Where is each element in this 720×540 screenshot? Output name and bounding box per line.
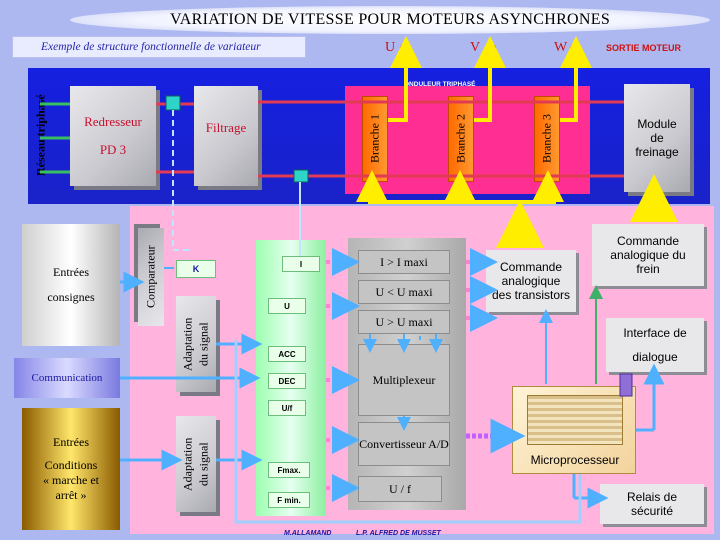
conditions-text-1: Entrées [53, 435, 89, 449]
signal-u: U [268, 298, 306, 314]
redresseur-subtext: PD 3 [99, 142, 127, 157]
interface-dialogue-block: Interface de dialogue [606, 318, 704, 372]
connector-icon [619, 373, 633, 397]
commande-transistors-block: Commande analogique des transistors [486, 250, 576, 312]
conditions-text-2: Conditions [44, 458, 98, 472]
input-arrows [120, 267, 263, 471]
subtitle: Exemple de structure fonctionnelle de va… [12, 36, 306, 58]
dc-bus [156, 95, 624, 183]
conditions-text-4: arrêt » [55, 488, 87, 502]
subtitle-text: Exemple de structure fonctionnelle de va… [41, 41, 261, 53]
entrees-consignes-block: Entrées consignes [22, 224, 120, 346]
interface-text-1: Interface de [623, 326, 687, 340]
seuil-u-min: U < U maxi [358, 280, 450, 304]
entrees-conditions-block: Entrées Conditions « marche et arrêt » [22, 408, 120, 530]
microprocesseur-block: Microprocesseur [512, 386, 636, 474]
frein-text-3: frein [636, 262, 660, 276]
signal-fmin: F min. [268, 492, 310, 508]
uf-block: U / f [358, 476, 442, 502]
redresseur-block: Redresseur PD 3 [70, 86, 156, 186]
filtrage-block: Filtrage [194, 86, 258, 186]
relais-securite-block: Relais de sécurité [600, 484, 704, 524]
signal-fmax: Fmax. [268, 462, 310, 478]
communication-block: Communication [14, 358, 120, 398]
adaptation-signal-1: Adaptation du signal [176, 296, 216, 392]
footer-school: L.P. ALFRED DE MUSSET [356, 530, 441, 537]
freinage-text-2: de [650, 131, 664, 145]
page-title: VARIATION DE VITESSE POUR MOTEURS ASYNCH… [70, 6, 710, 34]
onduleur-label: ONDULEUR TRIPHASÉ [404, 81, 476, 88]
frein-text-1: Commande [616, 234, 680, 248]
signal-uf: U/f [268, 400, 306, 416]
transistors-text-3: des transistors [491, 288, 571, 302]
measurement-lines [172, 110, 301, 256]
signal-acc: ACC [268, 346, 306, 362]
sortie-moteur-label: SORTIE MOTEUR [606, 43, 682, 53]
current-sensor-icon-1 [165, 95, 181, 111]
footer-author: M.ALLAMAND [284, 530, 332, 537]
current-sensor-icon-2 [293, 169, 309, 183]
signal-i: I [282, 256, 320, 272]
signal-arrows [326, 248, 360, 502]
feedback-bus [234, 340, 633, 524]
frein-text-2: analogique du [610, 248, 686, 262]
communication-text: Communication [31, 372, 103, 384]
signal-dec: DEC [268, 373, 306, 389]
interface-text-2: dialogue [632, 350, 678, 364]
chip-icon [527, 395, 623, 445]
consignes-text-2: consignes [47, 290, 95, 304]
filtrage-text: Filtrage [205, 120, 247, 135]
redresseur-text: Redresseur [84, 114, 142, 129]
multiplexeur-block: Multiplexeur [358, 344, 450, 416]
seuil-u-max: U > U maxi [358, 310, 450, 334]
adaptation-signal-2: Adaptation du signal [176, 416, 216, 512]
grid-input-lines [40, 102, 70, 174]
freinage-text-1: Module [637, 117, 677, 131]
transistors-text-2: analogique [501, 274, 561, 288]
motor-output-arrows [356, 36, 592, 204]
transistors-text-1: Commande [499, 260, 563, 274]
control-arrows [363, 174, 678, 509]
title-text: VARIATION DE VITESSE POUR MOTEURS ASYNCH… [169, 11, 611, 28]
microprocesseur-text: Microprocesseur [530, 453, 620, 467]
relais-text-2: sécurité [630, 504, 674, 518]
commande-frein-block: Commande analogique du frein [592, 224, 704, 286]
seuil-i-max: I > I maxi [358, 250, 450, 274]
relais-text-1: Relais de [626, 490, 678, 504]
conditions-text-3: « marche et [43, 473, 99, 487]
k-gain-box: K [176, 260, 216, 278]
freinage-text-3: freinage [635, 145, 679, 159]
consignes-text-1: Entrées [53, 265, 89, 279]
